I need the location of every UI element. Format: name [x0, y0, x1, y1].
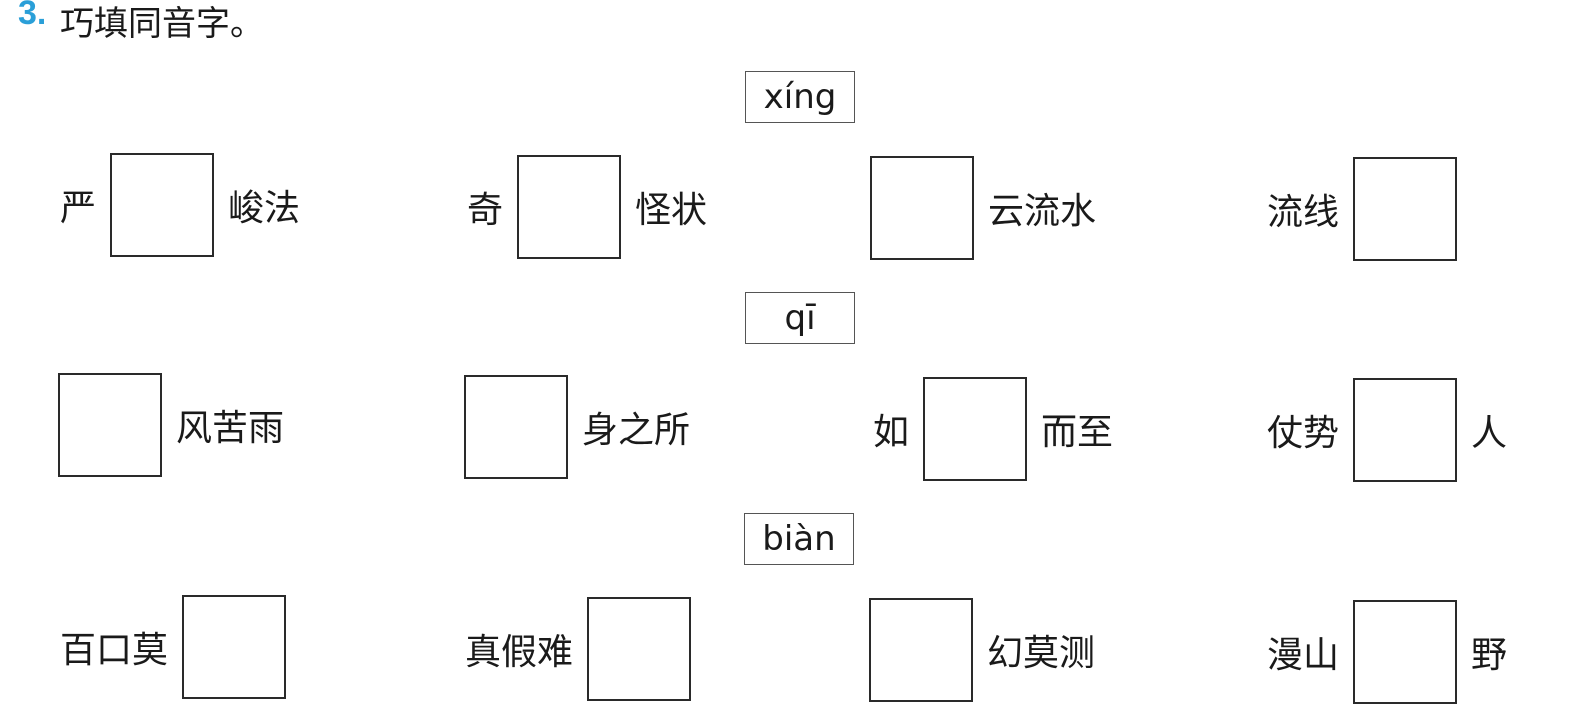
idiom-suffix: 幻莫测 — [987, 633, 1096, 674]
idiom-suffix: 人 — [1471, 413, 1508, 454]
idiom-suffix: 峻法 — [228, 188, 301, 229]
idiom-item: 流线 — [1267, 157, 1458, 261]
question-number: 3. — [18, 0, 47, 32]
idiom-item: 幻莫测 — [869, 598, 1095, 702]
pinyin-label-xing: xíng — [745, 71, 855, 123]
idiom-suffix: 怪状 — [635, 190, 708, 231]
idiom-item: 云流水 — [870, 156, 1096, 260]
idiom-prefix: 奇 — [467, 190, 504, 231]
idiom-prefix: 如 — [873, 412, 910, 453]
answer-box[interactable] — [1353, 600, 1458, 704]
idiom-item: 漫山 野 — [1267, 600, 1507, 704]
answer-box[interactable] — [58, 373, 162, 477]
idiom-suffix: 云流水 — [988, 191, 1097, 232]
idiom-item: 奇 怪状 — [467, 155, 707, 259]
answer-box[interactable] — [587, 597, 692, 701]
idiom-suffix: 野 — [1471, 635, 1508, 676]
answer-box[interactable] — [464, 375, 568, 479]
answer-box[interactable] — [182, 595, 287, 699]
idiom-prefix: 真假难 — [465, 632, 574, 673]
idiom-prefix: 百口莫 — [60, 630, 169, 671]
idiom-suffix: 风苦雨 — [176, 408, 285, 449]
idiom-item: 如 而至 — [873, 377, 1113, 481]
answer-box[interactable] — [1353, 378, 1458, 482]
idiom-item: 严 峻法 — [60, 153, 300, 257]
idiom-item: 身之所 — [464, 375, 690, 479]
question-title: 巧填同音字。 — [60, 4, 264, 44]
answer-box[interactable] — [923, 377, 1028, 481]
answer-box[interactable] — [517, 155, 622, 259]
answer-box[interactable] — [1353, 157, 1458, 261]
answer-box[interactable] — [870, 156, 974, 260]
idiom-prefix: 流线 — [1267, 192, 1340, 233]
idiom-suffix: 而至 — [1041, 412, 1114, 453]
idiom-item: 风苦雨 — [58, 373, 284, 477]
pinyin-label-bian: biàn — [744, 513, 854, 565]
idiom-suffix: 身之所 — [582, 410, 691, 451]
idiom-prefix: 漫山 — [1267, 635, 1340, 676]
idiom-prefix: 严 — [60, 188, 97, 229]
idiom-item: 真假难 — [465, 597, 692, 701]
answer-box[interactable] — [869, 598, 973, 702]
idiom-item: 百口莫 — [60, 595, 287, 699]
answer-box[interactable] — [110, 153, 215, 257]
idiom-prefix: 仗势 — [1267, 413, 1340, 454]
pinyin-label-qi: qī — [745, 292, 855, 344]
idiom-item: 仗势 人 — [1267, 378, 1507, 482]
